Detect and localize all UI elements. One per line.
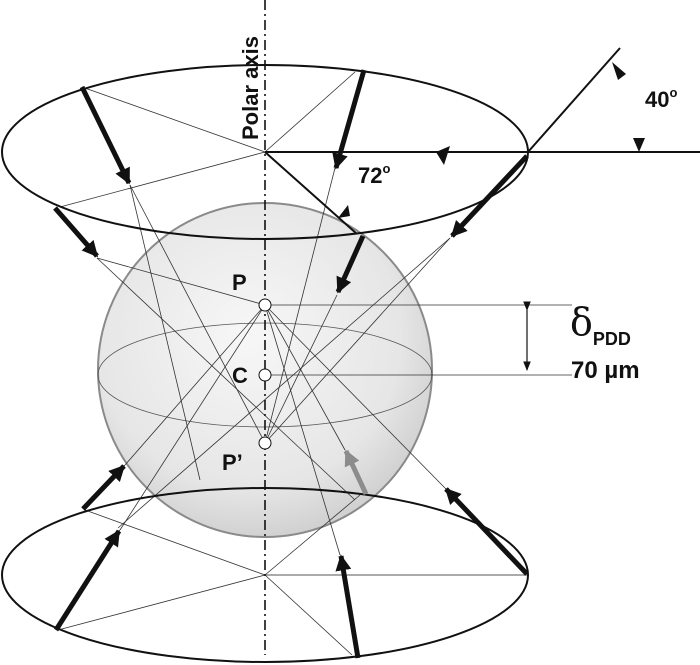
angle-40-value: 40 [645, 87, 669, 112]
gray-arrow [343, 449, 369, 496]
point-p-prime-label: P’ [222, 450, 243, 475]
angle-72-label: 72o [358, 161, 390, 188]
point-c-marker [258, 368, 272, 382]
delta-symbol: δ [570, 300, 593, 344]
incident-arrows-top [53, 69, 529, 294]
angle-40-label: 40o [645, 85, 677, 112]
angle-markers [338, 62, 645, 218]
bottom-cone-ellipse [1, 487, 529, 663]
point-p-label: P [232, 270, 247, 295]
point-p-prime-marker [258, 436, 272, 450]
degree-sign: o [669, 85, 677, 100]
degree-sign: o [382, 161, 390, 176]
angle-72-value: 72 [358, 163, 382, 188]
delta-pdd-label: δPDD [570, 300, 631, 349]
point-p-marker [258, 298, 272, 312]
point-c-label: C [232, 363, 248, 388]
ray-lines [57, 71, 572, 656]
delta-subscript: PDD [593, 329, 631, 349]
incident-arrows-bottom [53, 464, 529, 659]
polar-axis-label: Polar axis [238, 36, 263, 140]
distance-label: 70 µm [571, 357, 640, 384]
